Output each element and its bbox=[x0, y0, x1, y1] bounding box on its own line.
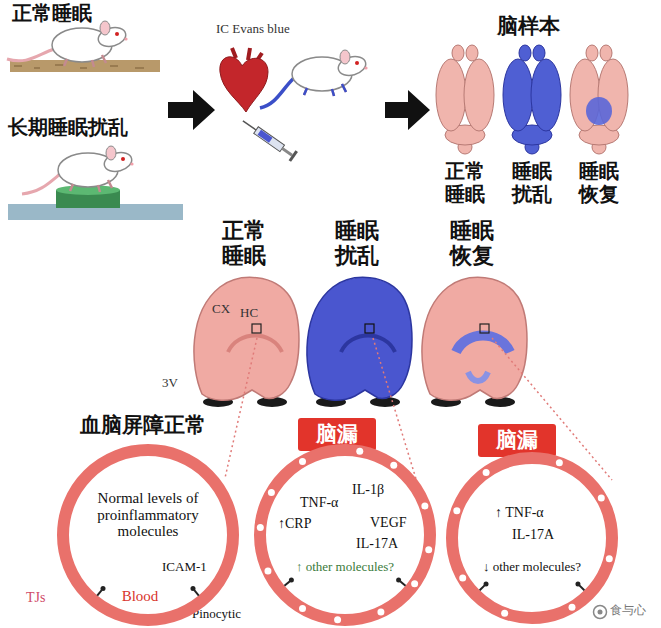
wall-gap bbox=[501, 610, 508, 617]
wall-gap bbox=[606, 555, 613, 562]
molecule-label: IL-1β bbox=[352, 482, 384, 497]
vesicle-symbol bbox=[579, 585, 584, 590]
molecule-label: Blood bbox=[122, 588, 159, 605]
vesicle-symbol bbox=[190, 586, 195, 591]
sample-label: 正常 睡眠 bbox=[442, 160, 488, 206]
watermark: 食与心 bbox=[610, 604, 646, 618]
vesicle-symbol bbox=[284, 581, 289, 585]
watermark-logo bbox=[594, 606, 607, 619]
syringe bbox=[239, 116, 297, 162]
sample-label: 睡眠 扰乱 bbox=[509, 160, 555, 206]
alert-box: 脑漏 bbox=[478, 424, 556, 457]
alert-text: 脑漏 bbox=[316, 422, 358, 446]
vesicle-symbol bbox=[484, 581, 489, 586]
vesicle-symbol bbox=[289, 577, 294, 582]
rat bbox=[22, 146, 134, 194]
wall-gap bbox=[483, 469, 490, 476]
wall-gap bbox=[425, 546, 432, 553]
section-heading: 睡眠 扰乱 bbox=[332, 218, 383, 269]
brain-top-view bbox=[570, 45, 628, 154]
block-arrow bbox=[385, 90, 430, 130]
alert-text: 脑漏 bbox=[496, 428, 538, 452]
vesicle-symbol bbox=[97, 590, 101, 595]
injection-label: IC Evans blue bbox=[216, 22, 290, 37]
molecule-label: ↑CRP bbox=[278, 516, 311, 531]
group-label: 正常睡眠 bbox=[12, 2, 92, 25]
vessel-cross-section: TNF-α IL-1β ↑CRP VEGF IL-17A ↑ other molecule… bbox=[250, 440, 440, 628]
rat bbox=[7, 21, 128, 67]
wall-gap bbox=[377, 609, 384, 616]
sample-label: 睡眠 恢复 bbox=[576, 160, 622, 206]
heart bbox=[220, 48, 268, 112]
vesicle-symbol bbox=[480, 585, 485, 590]
wall-gap bbox=[598, 495, 605, 502]
molecule-label: ↑ TNF-α bbox=[495, 505, 544, 520]
molecule-label: Normal levels of proinflammatory molecul… bbox=[86, 490, 210, 540]
vessel-cross-section: ↑ TNF-αIL-17A ↓ other molecules? bbox=[442, 448, 622, 628]
section-heading: 脑样本 bbox=[497, 14, 560, 38]
vesicle-symbol bbox=[575, 581, 580, 586]
brain-top-view bbox=[436, 45, 494, 154]
brain-section bbox=[307, 277, 412, 407]
vesicle-symbol bbox=[194, 590, 198, 595]
section-heading: 睡眠 恢复 bbox=[447, 218, 498, 269]
wall-gap bbox=[299, 605, 306, 612]
molecule-label: IL-17A bbox=[512, 527, 554, 542]
vessel-wall bbox=[63, 450, 233, 620]
wall-gap bbox=[569, 604, 576, 611]
wall-gap bbox=[268, 489, 275, 496]
wall-gap bbox=[299, 458, 306, 465]
brain-top-view bbox=[503, 45, 561, 154]
vesicle-symbol bbox=[400, 581, 405, 585]
wall-gap bbox=[411, 580, 418, 587]
wall-gap bbox=[334, 616, 341, 623]
vessel-ring bbox=[250, 440, 440, 628]
wall-gap bbox=[390, 462, 397, 469]
region-label: CX bbox=[212, 302, 230, 317]
wall-gap bbox=[556, 459, 563, 466]
wall-gap bbox=[257, 524, 264, 531]
vessel-wall bbox=[452, 458, 612, 618]
wall-gap bbox=[421, 502, 428, 509]
molecule-label: ↑ other molecules? bbox=[296, 560, 394, 574]
vesicle-symbol bbox=[396, 577, 401, 582]
molecule-label: TNF-α bbox=[300, 495, 338, 510]
region-label: 3V bbox=[162, 376, 178, 391]
block-arrow bbox=[168, 90, 215, 130]
rat bbox=[260, 50, 368, 108]
section-heading: 血脑屏障正常 bbox=[80, 413, 206, 437]
group-label: 长期睡眠扰乱 bbox=[8, 116, 128, 139]
vesicle-symbol bbox=[101, 586, 106, 591]
molecule-label: VEGF bbox=[370, 515, 407, 530]
part-label: TJs bbox=[26, 590, 45, 606]
wall-gap bbox=[459, 575, 466, 582]
wall-gap bbox=[356, 448, 363, 455]
brain-section bbox=[422, 277, 527, 407]
wall-gap bbox=[264, 567, 271, 574]
wall-gap bbox=[453, 507, 460, 514]
section-heading: 正常 睡眠 bbox=[219, 218, 270, 269]
vessel-wall bbox=[260, 450, 430, 620]
region-label: HC bbox=[240, 306, 258, 321]
brain-section bbox=[194, 277, 299, 407]
molecule-label: ICAM-1 bbox=[162, 560, 207, 574]
vessel-cross-section: Normal levels of proinflammatory molecul… bbox=[53, 440, 243, 628]
molecule-label: ↓ other molecules? bbox=[483, 560, 581, 574]
molecule-label: IL-17A bbox=[356, 536, 398, 551]
